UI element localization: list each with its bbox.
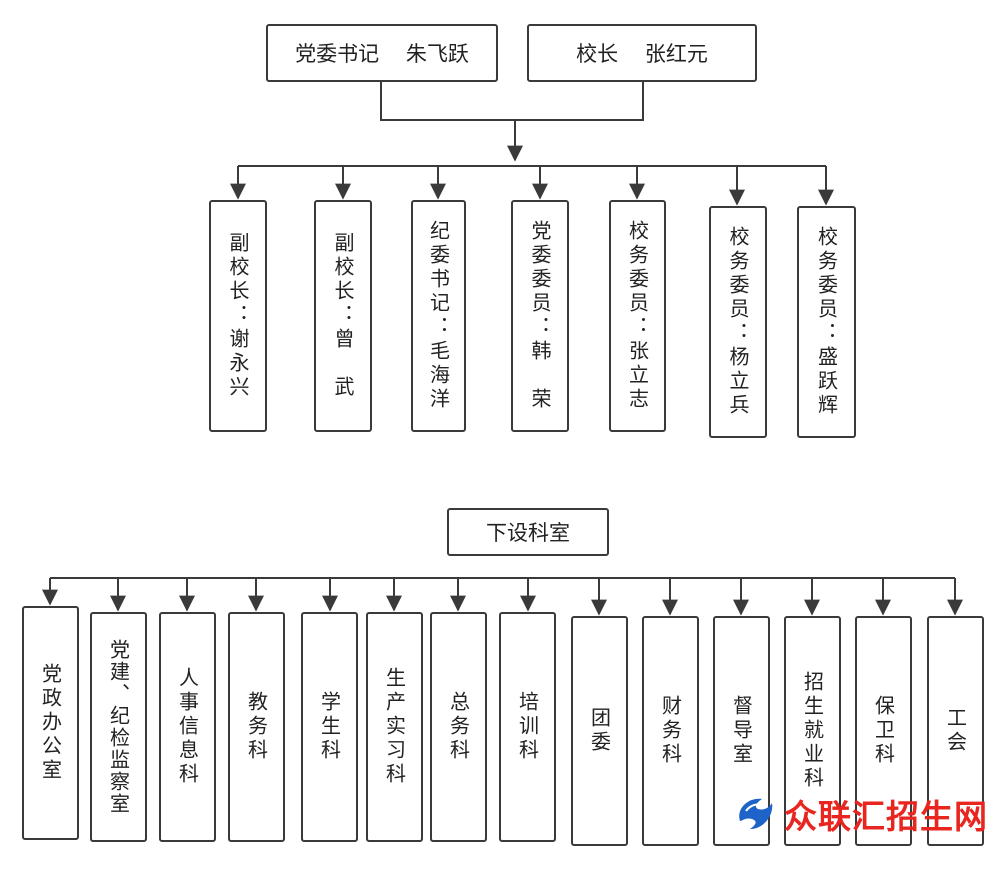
dept-box-11: 督导室 [713, 616, 770, 846]
dept-box-10: 财务科 [642, 616, 699, 846]
section-title-box: 下设科室 [447, 508, 609, 556]
dept-box-2: 党建、纪检监察室 [90, 612, 147, 842]
principal-role: 校长 [576, 42, 619, 66]
deputy-box-7: 校务委员：盛跃辉 [797, 206, 856, 438]
party-secretary-role: 党委书记 [295, 42, 380, 66]
dept-box-8: 培训科 [499, 612, 556, 842]
dept-box-13: 保卫科 [855, 616, 912, 846]
deputy-box-2: 副校长：曾 武 [314, 200, 372, 432]
dept-box-12: 招生就业科 [784, 616, 841, 846]
party-secretary-name: 朱飞跃 [405, 42, 469, 66]
watermark: 众联汇招生网 [732, 790, 988, 838]
stylized-logo-icon [739, 798, 773, 829]
deputy-box-3: 纪委书记：毛海洋 [411, 200, 466, 432]
dept-box-14: 工会 [927, 616, 984, 846]
deputy-box-6: 校务委员：杨立兵 [709, 206, 767, 438]
deputy-box-4: 党委委员：韩 荣 [511, 200, 569, 432]
deputy-box-1: 副校长：谢永兴 [209, 200, 267, 432]
dept-box-4: 教务科 [228, 612, 285, 842]
dept-box-1: 党政办公室 [22, 606, 79, 840]
principal-box: 校长 张红元 [527, 24, 757, 82]
party-secretary-box: 党委书记 朱飞跃 [266, 24, 498, 82]
dept-box-6: 生产实习科 [366, 612, 423, 842]
dept-box-9: 团委 [571, 616, 628, 846]
dept-box-5: 学生科 [301, 612, 358, 842]
watermark-text: 众联汇招生网 [784, 797, 988, 836]
section-title: 下设科室 [486, 521, 570, 545]
deputy-box-5: 校务委员：张立志 [609, 200, 666, 432]
dept-box-3: 人事信息科 [159, 612, 216, 842]
dept-box-7: 总务科 [430, 612, 487, 842]
principal-name: 张红元 [644, 42, 708, 66]
